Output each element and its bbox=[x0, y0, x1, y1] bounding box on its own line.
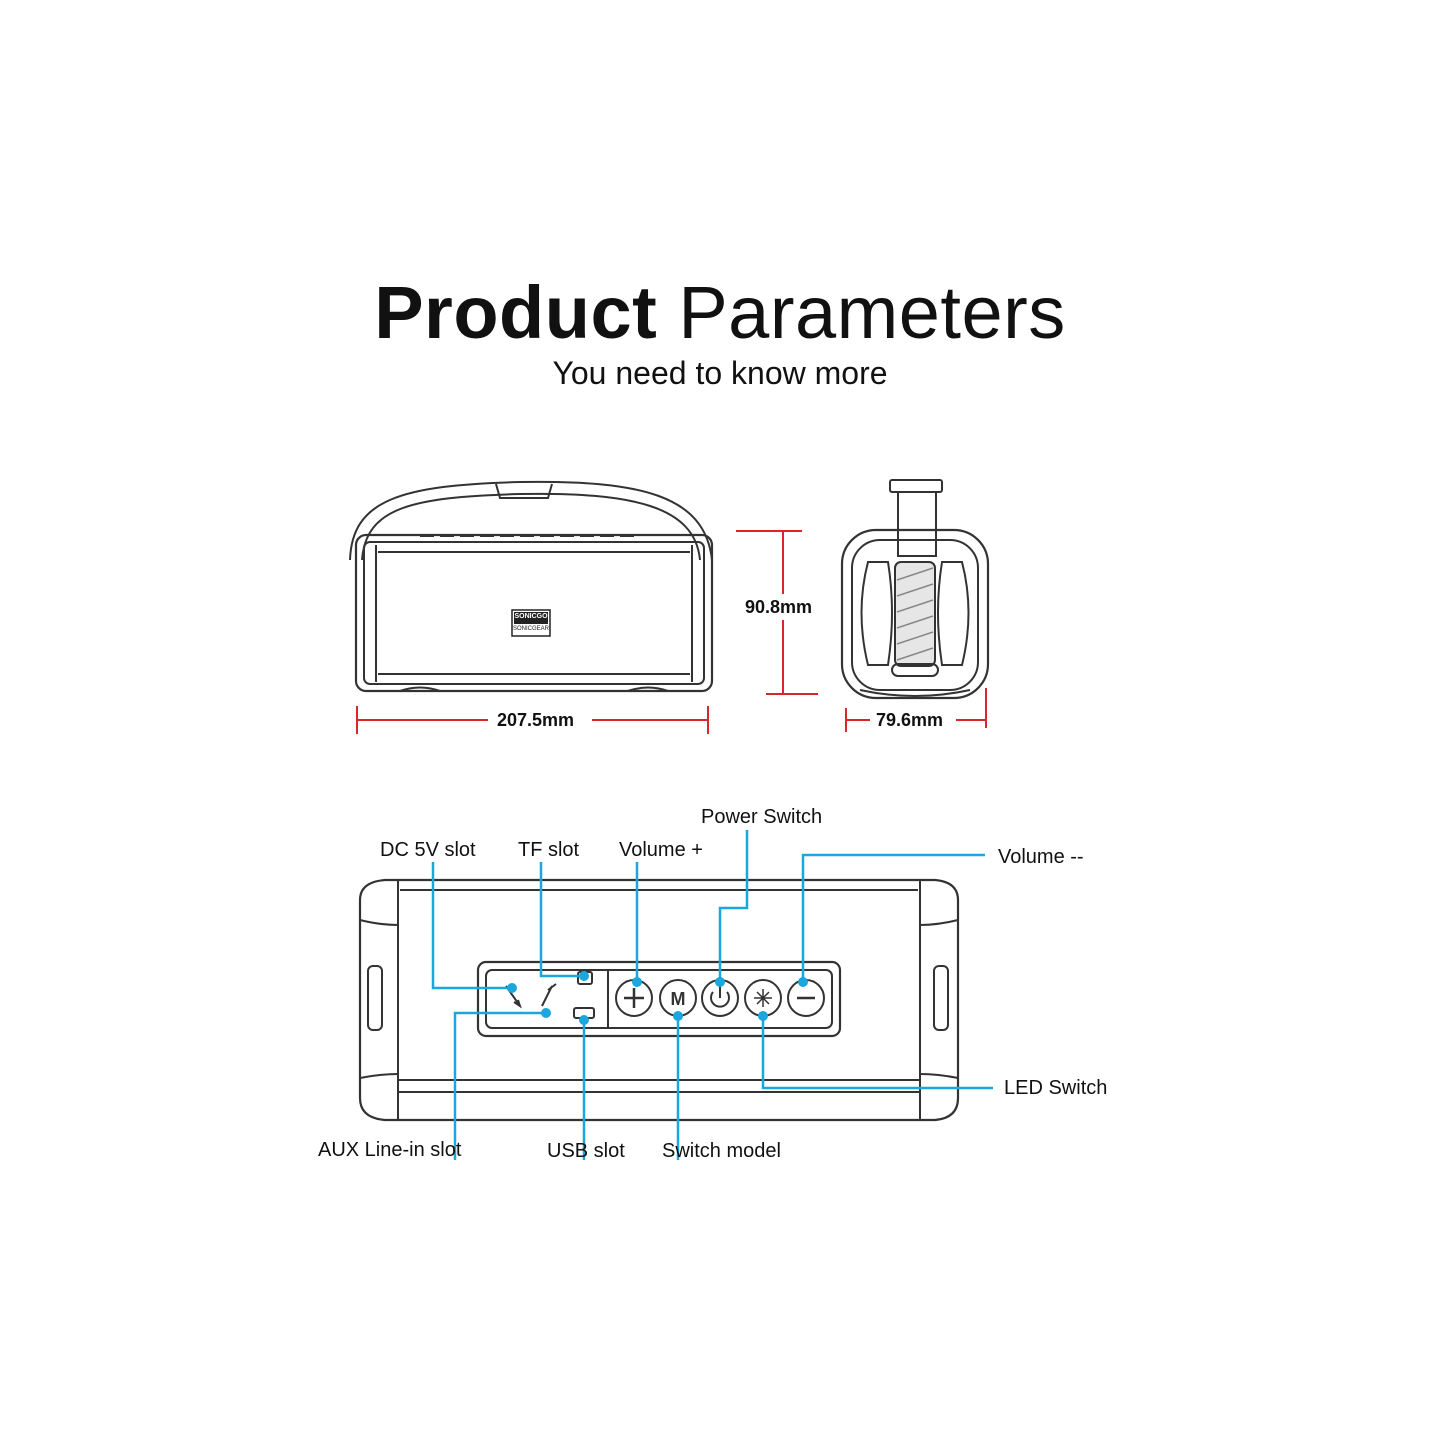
title-rest: Parameters bbox=[678, 271, 1066, 354]
page-subtitle: You need to know more bbox=[552, 355, 888, 391]
side-view bbox=[840, 479, 990, 700]
dimension-width: 207.5mm bbox=[497, 710, 575, 730]
brand-logo-bottom: SONICGEAR bbox=[512, 626, 549, 632]
label-tf-slot: TF slot bbox=[518, 839, 580, 861]
label-power-switch: Power Switch bbox=[701, 806, 823, 828]
label-dc-5v-slot: DC 5V slot bbox=[380, 839, 476, 861]
top-view bbox=[358, 878, 960, 1122]
brand-logo-top: SONICGO bbox=[514, 613, 548, 620]
mode-button-glyph: M bbox=[671, 989, 686, 1009]
label-volume-plus: Volume + bbox=[619, 839, 703, 861]
title-bold: Product bbox=[374, 271, 658, 354]
dimension-depth: 79.6mm bbox=[876, 710, 944, 730]
page-title: Product Parameters bbox=[0, 276, 1440, 350]
label-led-switch: LED Switch bbox=[1004, 1077, 1108, 1099]
label-volume-minus: Volume -- bbox=[998, 846, 1084, 868]
dimension-lines bbox=[356, 530, 987, 734]
callout-lines bbox=[431, 830, 993, 1160]
front-view bbox=[349, 480, 714, 693]
label-switch-model: Switch model bbox=[662, 1140, 781, 1162]
callout-dots bbox=[507, 971, 808, 1025]
label-aux-line-in-slot: AUX Line-in slot bbox=[318, 1139, 462, 1161]
label-usb-slot: USB slot bbox=[547, 1140, 625, 1162]
brand-badge bbox=[511, 609, 551, 637]
dimension-height: 90.8mm bbox=[745, 597, 813, 617]
